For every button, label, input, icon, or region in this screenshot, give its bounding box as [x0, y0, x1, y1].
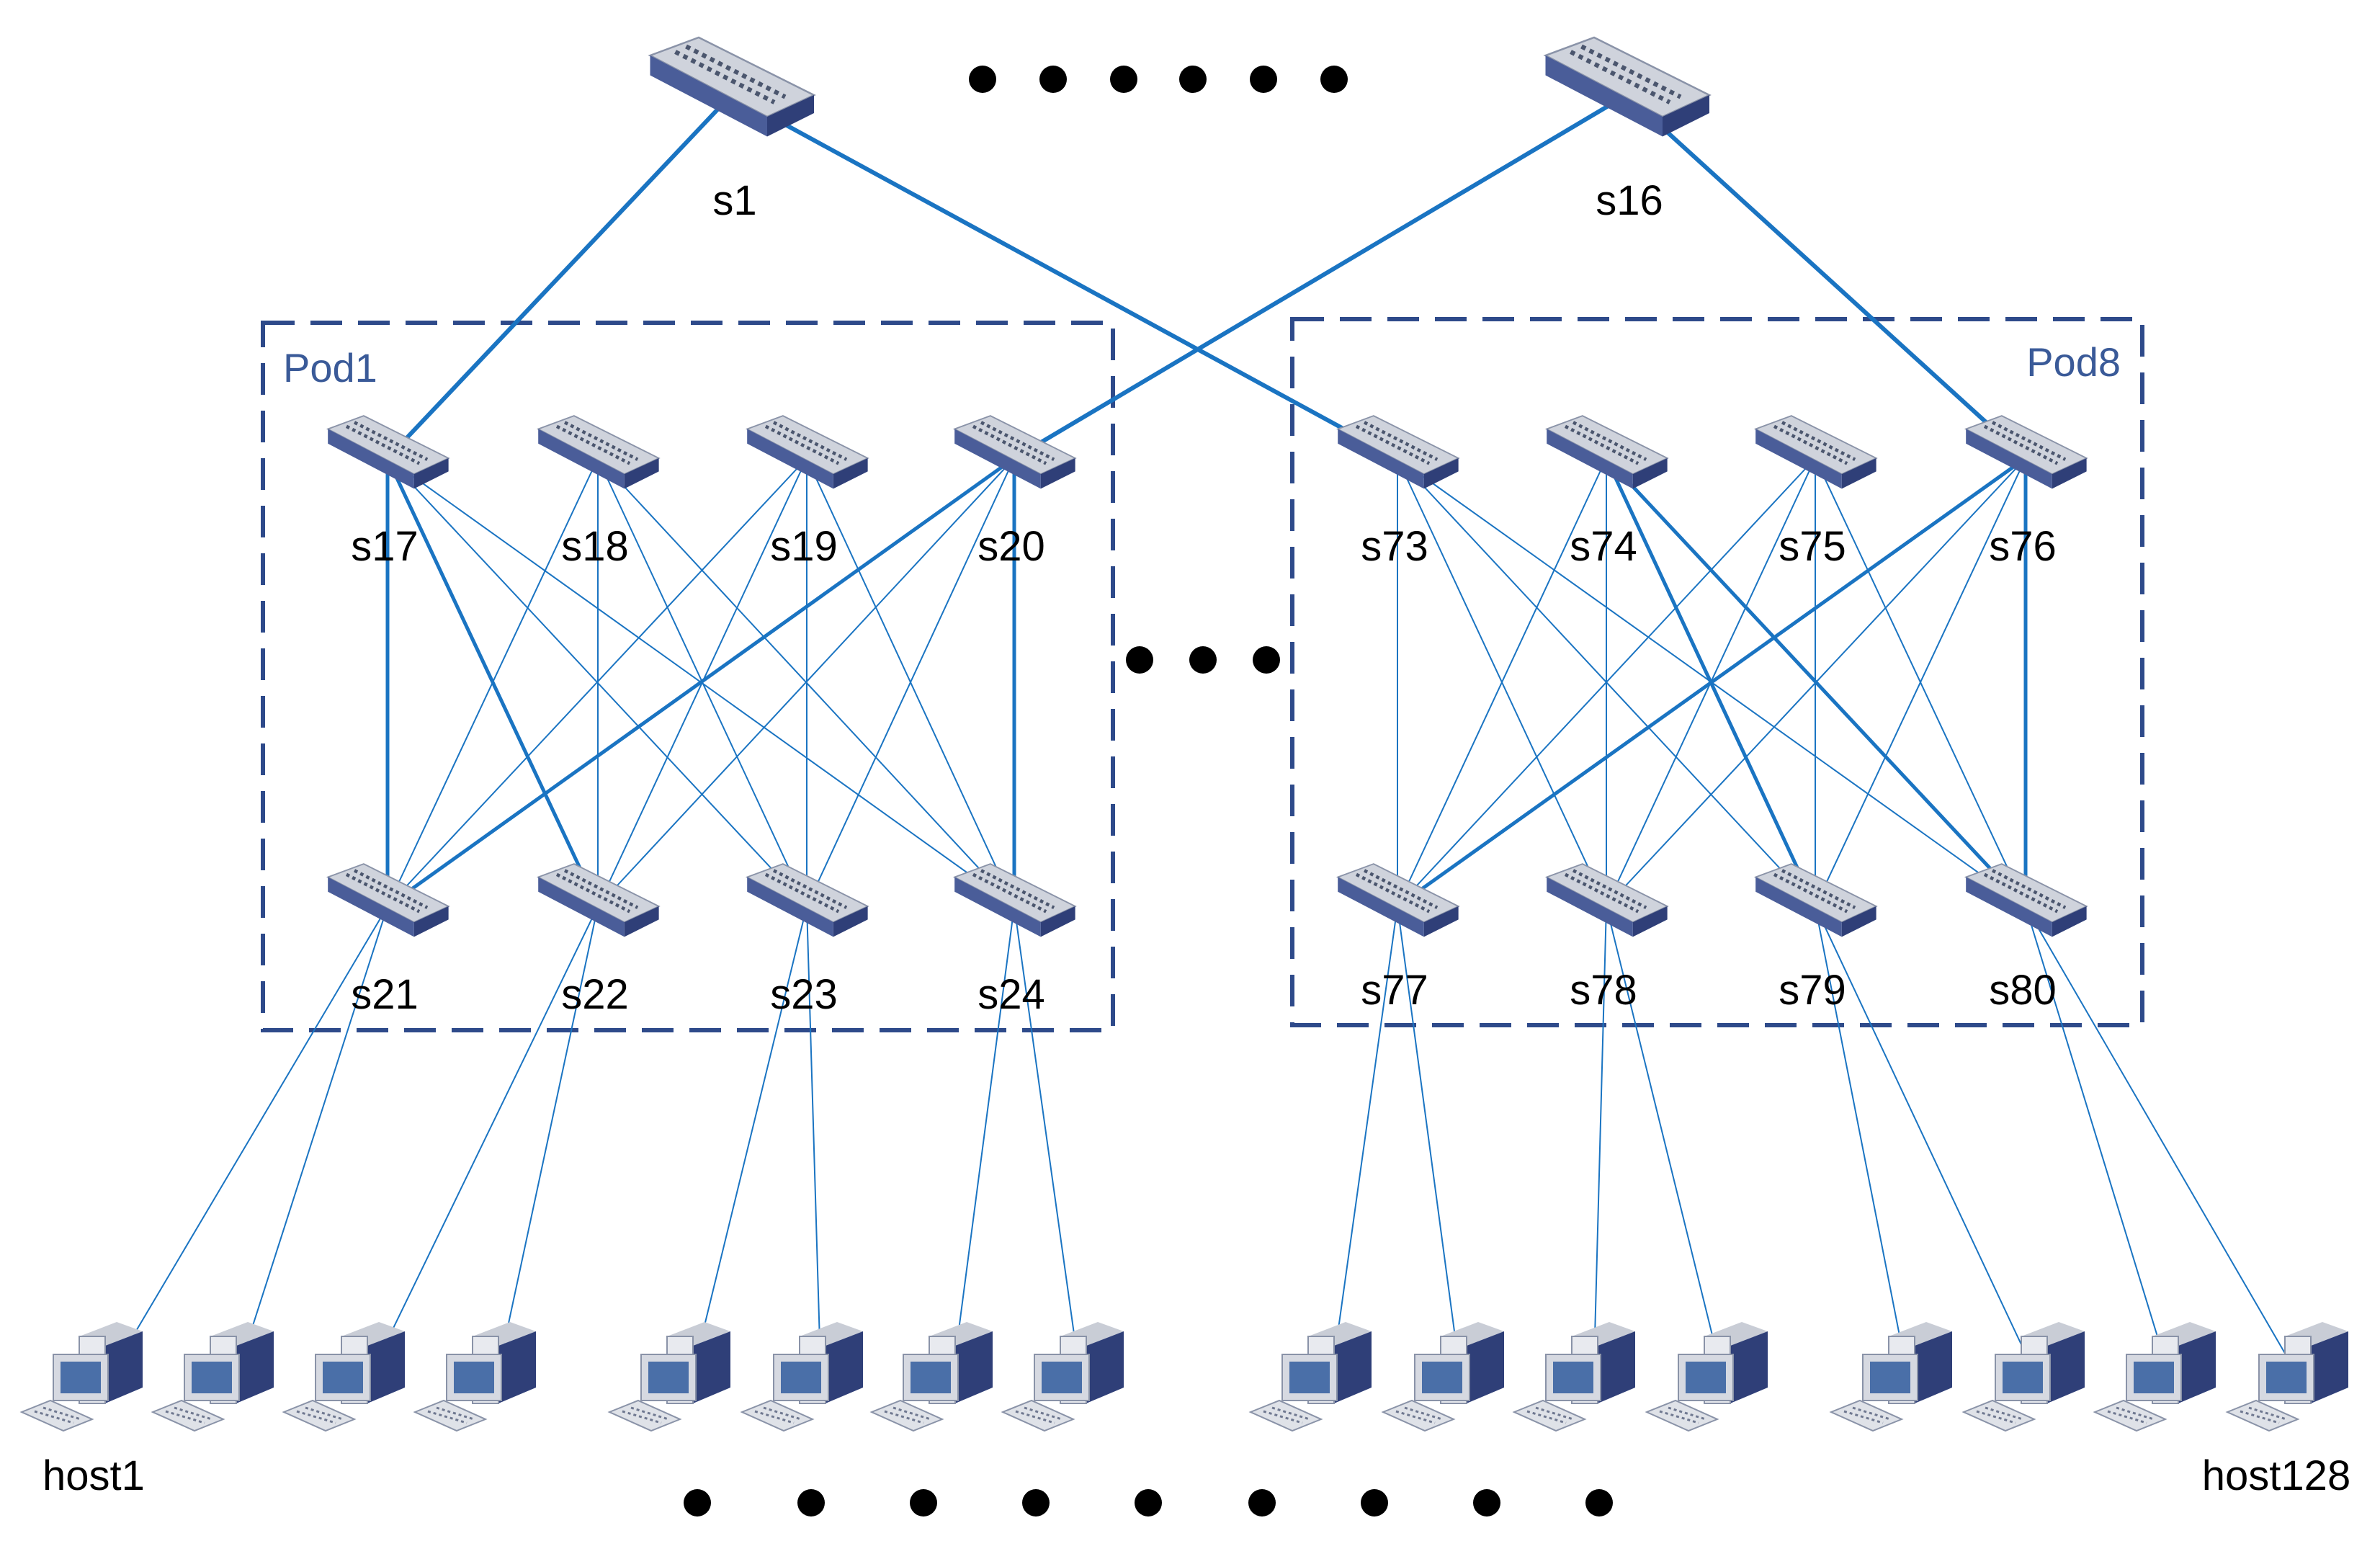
link-s74-s80 — [1605, 457, 2027, 908]
pod-label-1: Pod1 — [283, 345, 377, 390]
link-s79-host12 — [1815, 906, 1911, 1391]
link-s79-host13 — [1815, 906, 2044, 1391]
ellipsis-dot — [1110, 66, 1137, 93]
host-computer-icon[interactable] — [282, 1321, 406, 1432]
host-computer-icon[interactable] — [741, 1321, 864, 1432]
switch-label-s19: s19 — [770, 523, 838, 570]
link-s23-host5 — [806, 906, 822, 1391]
switch-label-s16: s16 — [1596, 177, 1663, 224]
switch-icon-s16[interactable] — [1546, 37, 1710, 137]
link-s24-host6 — [950, 906, 1015, 1391]
ellipsis-dot — [1253, 646, 1280, 674]
link-s78-host11 — [1606, 906, 1727, 1391]
ellipsis-dot — [1250, 66, 1277, 93]
link-s16-s20 — [1013, 93, 1628, 460]
switch-label-s1: s1 — [712, 177, 756, 224]
ellipsis-dot — [1135, 1489, 1162, 1517]
link-s76-s79 — [1815, 457, 2026, 907]
ellipsis-dot — [1320, 66, 1348, 93]
ellipsis-dot — [1022, 1489, 1050, 1517]
link-s20-s21 — [386, 456, 1016, 908]
host-computer-icon[interactable] — [870, 1321, 994, 1432]
host-computer-icon[interactable] — [1513, 1321, 1637, 1432]
switch-label-s75: s75 — [1779, 523, 1846, 570]
link-s24-host7 — [1014, 906, 1083, 1391]
link-s77-host8 — [1329, 906, 1398, 1391]
link-s80-host15 — [2025, 906, 2307, 1391]
link-s1-s73 — [730, 93, 1399, 460]
ellipsis-dot — [1126, 646, 1153, 674]
ellipsis-dot — [910, 1489, 937, 1517]
link-s74-s77 — [1397, 457, 1607, 907]
link-s76-s77 — [1396, 456, 2027, 908]
switch-label-s79: s79 — [1779, 967, 1846, 1014]
link-s17-s22 — [385, 457, 600, 908]
link-s19-s21 — [387, 457, 808, 907]
link-s20-s23 — [806, 457, 1015, 907]
host-label-last: host128 — [2202, 1452, 2350, 1499]
ellipsis-dot — [797, 1489, 825, 1517]
pod-frame-2 — [1290, 317, 2144, 1027]
ellipsis-dot — [1179, 66, 1207, 93]
host-computer-icon[interactable] — [1249, 1321, 1373, 1432]
switch-label-s18: s18 — [561, 523, 629, 570]
switch-label-s21: s21 — [351, 971, 419, 1018]
link-s22-host3 — [493, 906, 599, 1391]
link-s78-host10 — [1593, 906, 1607, 1391]
switch-label-s73: s73 — [1361, 523, 1428, 570]
ellipsis-dot — [1039, 66, 1067, 93]
host-computer-icon[interactable] — [608, 1321, 732, 1432]
ellipsis-dot — [684, 1489, 711, 1517]
switch-label-s78: s78 — [1570, 967, 1637, 1014]
link-s80-host14 — [2025, 906, 2175, 1391]
host-computer-icon[interactable] — [1645, 1321, 1769, 1432]
link-s21-host1 — [231, 906, 388, 1391]
host-computer-icon[interactable] — [1830, 1321, 1954, 1432]
host-computer-icon[interactable] — [20, 1321, 144, 1432]
link-s20-s22 — [597, 457, 1015, 907]
switch-label-s77: s77 — [1361, 967, 1428, 1014]
host-computer-icon[interactable] — [1382, 1321, 1506, 1432]
ellipsis-dot — [1189, 646, 1217, 674]
ellipsis-dot — [1361, 1489, 1388, 1517]
link-s22-host2 — [362, 906, 599, 1391]
ellipsis-dot — [1585, 1489, 1613, 1517]
switch-label-s80: s80 — [1989, 967, 2057, 1014]
host-computer-icon[interactable] — [1962, 1321, 2086, 1432]
host-computer-icon[interactable] — [413, 1321, 537, 1432]
switch-label-s20: s20 — [978, 523, 1045, 570]
ellipsis-dot — [1248, 1489, 1276, 1517]
link-s21-host0 — [100, 906, 388, 1391]
host-computer-icon[interactable] — [151, 1321, 275, 1432]
switch-label-s22: s22 — [561, 971, 629, 1018]
switch-label-s24: s24 — [978, 971, 1045, 1018]
switch-label-s74: s74 — [1570, 523, 1637, 570]
host-computer-icon[interactable] — [2093, 1321, 2217, 1432]
switch-label-s76: s76 — [1989, 523, 2057, 570]
link-s75-s77 — [1397, 457, 1816, 907]
switch-label-s23: s23 — [770, 971, 838, 1018]
pod-label-2: Pod8 — [2026, 339, 2121, 385]
ellipsis-dot — [969, 66, 996, 93]
switch-icon-s1[interactable] — [650, 37, 815, 137]
link-s77-host9 — [1397, 906, 1463, 1391]
switch-label-s17: s17 — [351, 523, 419, 570]
pod-frame-1 — [261, 321, 1115, 1032]
link-s16-s76 — [1624, 93, 2028, 460]
ellipsis-dot — [1473, 1489, 1500, 1517]
host-label-first: host1 — [42, 1452, 145, 1499]
host-computer-icon[interactable] — [1001, 1321, 1125, 1432]
link-s1-s17 — [385, 93, 733, 460]
host-computer-icon[interactable] — [2226, 1321, 2350, 1432]
link-s23-host4 — [688, 906, 808, 1391]
